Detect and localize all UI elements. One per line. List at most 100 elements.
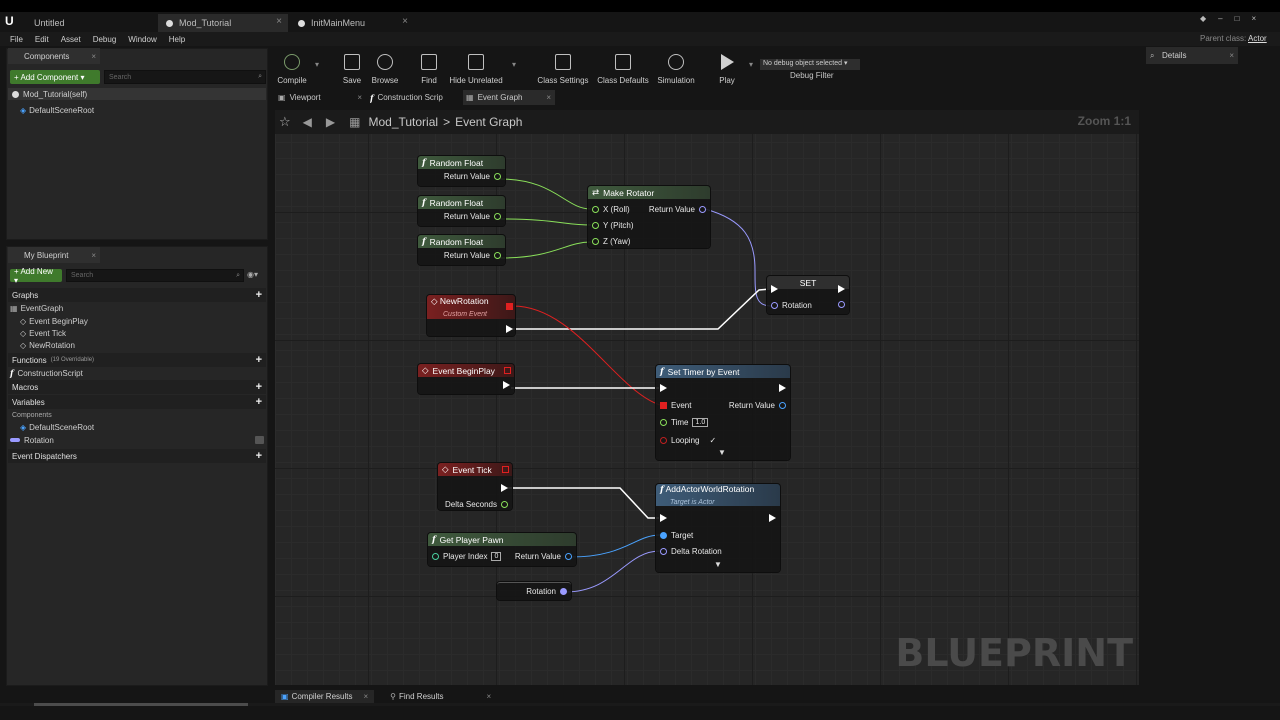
back-arrow-icon[interactable]: ◀	[302, 115, 312, 129]
pin-rotation[interactable]: Rotation	[771, 301, 812, 310]
menu-file[interactable]: File	[10, 34, 23, 44]
float-pin-icon[interactable]	[660, 419, 667, 426]
expand-arrow-icon[interactable]: ▼	[718, 448, 726, 457]
play-options-icon[interactable]: ▾	[749, 60, 754, 69]
player-index-input[interactable]: 0	[491, 552, 502, 561]
pin-y-pitch[interactable]: Y (Pitch)	[592, 221, 634, 230]
int-pin-icon[interactable]	[432, 553, 439, 560]
delegate-pin-icon[interactable]	[504, 367, 511, 374]
components-category[interactable]: Components	[12, 409, 52, 421]
tab-untitled[interactable]: Untitled	[26, 14, 156, 32]
exec-pin-icon[interactable]	[838, 285, 845, 293]
pin-rotation-out[interactable]	[838, 301, 845, 308]
tab-compiler-results[interactable]: ▣ Compiler Results ×	[275, 690, 375, 703]
pin-exec-out[interactable]	[506, 325, 513, 333]
pin-return-value[interactable]: Return Value	[515, 552, 572, 561]
scrollbar-thumb[interactable]	[34, 703, 248, 706]
section-event-dispatchers[interactable]: Event Dispatchers +	[8, 449, 266, 463]
node-add-actor-world-rotation[interactable]: f AddActorWorldRotation Target is Actor …	[656, 484, 780, 572]
bool-pin-icon[interactable]	[660, 437, 667, 444]
class-settings-button[interactable]: Class Settings	[533, 52, 593, 88]
close-icon[interactable]: ×	[357, 93, 362, 102]
exec-pin-icon[interactable]	[506, 325, 513, 333]
add-component-button[interactable]: + Add Component ▾	[10, 70, 100, 84]
pin-looping[interactable]: Looping✓	[660, 436, 716, 445]
object-pin-icon[interactable]	[565, 553, 572, 560]
parent-class-value[interactable]: Actor	[1248, 34, 1267, 43]
add-function-icon[interactable]: +	[255, 354, 262, 366]
pin-rotation[interactable]: Rotation	[526, 587, 567, 596]
compile-options-icon[interactable]: ▾	[315, 60, 320, 69]
tab-find-results[interactable]: ⚲ Find Results ×	[384, 690, 497, 703]
pin-event[interactable]: Event	[660, 401, 691, 410]
forward-arrow-icon[interactable]: ▶	[325, 115, 336, 129]
variable-rotation[interactable]: Rotation	[10, 434, 266, 446]
class-defaults-button[interactable]: Class Defaults	[593, 52, 653, 88]
object-pin-icon[interactable]	[660, 532, 667, 539]
close-icon[interactable]: ×	[1229, 51, 1234, 60]
menu-window[interactable]: Window	[128, 34, 157, 44]
variable-default-scene-root[interactable]: ◈ DefaultSceneRoot	[20, 421, 94, 433]
float-pin-icon[interactable]	[592, 206, 599, 213]
node-event-tick[interactable]: ◇Event Tick Delta Seconds	[438, 463, 512, 510]
details-tab[interactable]: ⌕ Details ×	[1146, 47, 1238, 64]
exec-pin-icon[interactable]	[771, 285, 778, 293]
compile-button[interactable]: Compile	[262, 52, 322, 88]
struct-pin-icon[interactable]	[779, 402, 786, 409]
add-variable-icon[interactable]: +	[255, 396, 262, 408]
pin-return-value[interactable]: Return Value	[649, 205, 706, 214]
looping-checkbox[interactable]: ✓	[709, 436, 717, 445]
unreal-logo-icon[interactable]: U	[5, 14, 14, 28]
simulation-button[interactable]: Simulation	[646, 52, 706, 88]
event-item-tick[interactable]: ◇ Event Tick	[20, 327, 66, 339]
hide-unrelated-options-icon[interactable]: ▾	[512, 60, 517, 69]
play-button[interactable]: Play	[697, 52, 757, 88]
tab-mod-tutorial[interactable]: Mod_Tutorial ×	[158, 14, 288, 32]
menu-edit[interactable]: Edit	[34, 34, 49, 44]
exec-pin-icon[interactable]	[660, 514, 667, 522]
tab-event-graph[interactable]: ▦ Event Graph ×	[463, 90, 555, 105]
window-controls[interactable]: ◆ – □ ×	[1200, 14, 1256, 23]
my-blueprint-tab[interactable]: My Blueprint ×	[8, 247, 100, 263]
close-icon[interactable]: ×	[91, 250, 96, 260]
event-graph-canvas[interactable]: ☆ ◀ ▶ ▦ Mod_Tutorial > Event Graph Zoom …	[275, 110, 1139, 685]
maximize-icon[interactable]: □	[1234, 14, 1240, 23]
event-graph-item[interactable]: ▦ EventGraph	[10, 302, 63, 314]
rotator-pin-icon[interactable]	[560, 588, 567, 595]
add-dispatcher-icon[interactable]: +	[255, 450, 262, 462]
node-set-rotation[interactable]: SET Rotation	[767, 276, 849, 314]
construction-script-item[interactable]: f ConstructionScript	[10, 367, 83, 379]
exec-pin-icon[interactable]	[779, 384, 786, 392]
pin-return-value[interactable]: Return Value	[444, 212, 501, 221]
node-make-rotator[interactable]: ⇄Make Rotator X (Roll) Y (Pitch) Z (Yaw)…	[588, 186, 710, 248]
rotator-pin-icon[interactable]	[771, 302, 778, 309]
close-icon[interactable]: ×	[276, 16, 282, 27]
delegate-pin-icon[interactable]	[506, 303, 513, 310]
pin-exec-out[interactable]	[503, 381, 510, 389]
section-graphs[interactable]: Graphs +	[8, 288, 266, 302]
feedback-icon[interactable]: ◆	[1200, 14, 1207, 23]
close-icon[interactable]: ×	[402, 16, 408, 27]
add-graph-icon[interactable]: +	[255, 289, 262, 301]
close-icon[interactable]: ×	[91, 51, 96, 61]
section-macros[interactable]: Macros +	[8, 380, 266, 394]
pin-exec-in[interactable]	[771, 285, 778, 293]
pin-exec-out[interactable]	[779, 384, 786, 392]
delegate-pin-icon[interactable]	[660, 402, 667, 409]
eye-icon[interactable]	[255, 436, 264, 444]
pin-return-value[interactable]: Return Value	[444, 172, 501, 181]
menu-debug[interactable]: Debug	[92, 34, 117, 44]
exec-pin-icon[interactable]	[660, 384, 667, 392]
exec-pin-icon[interactable]	[769, 514, 776, 522]
close-icon[interactable]: ×	[486, 692, 492, 701]
menu-asset[interactable]: Asset	[60, 34, 81, 44]
event-item-beginplay[interactable]: ◇ Event BeginPlay	[20, 315, 88, 327]
pin-x-roll[interactable]: X (Roll)	[592, 205, 630, 214]
float-pin-icon[interactable]	[494, 213, 501, 220]
pin-exec-in[interactable]	[660, 514, 667, 522]
tab-construction-script[interactable]: f Construction Scrip	[370, 90, 462, 105]
